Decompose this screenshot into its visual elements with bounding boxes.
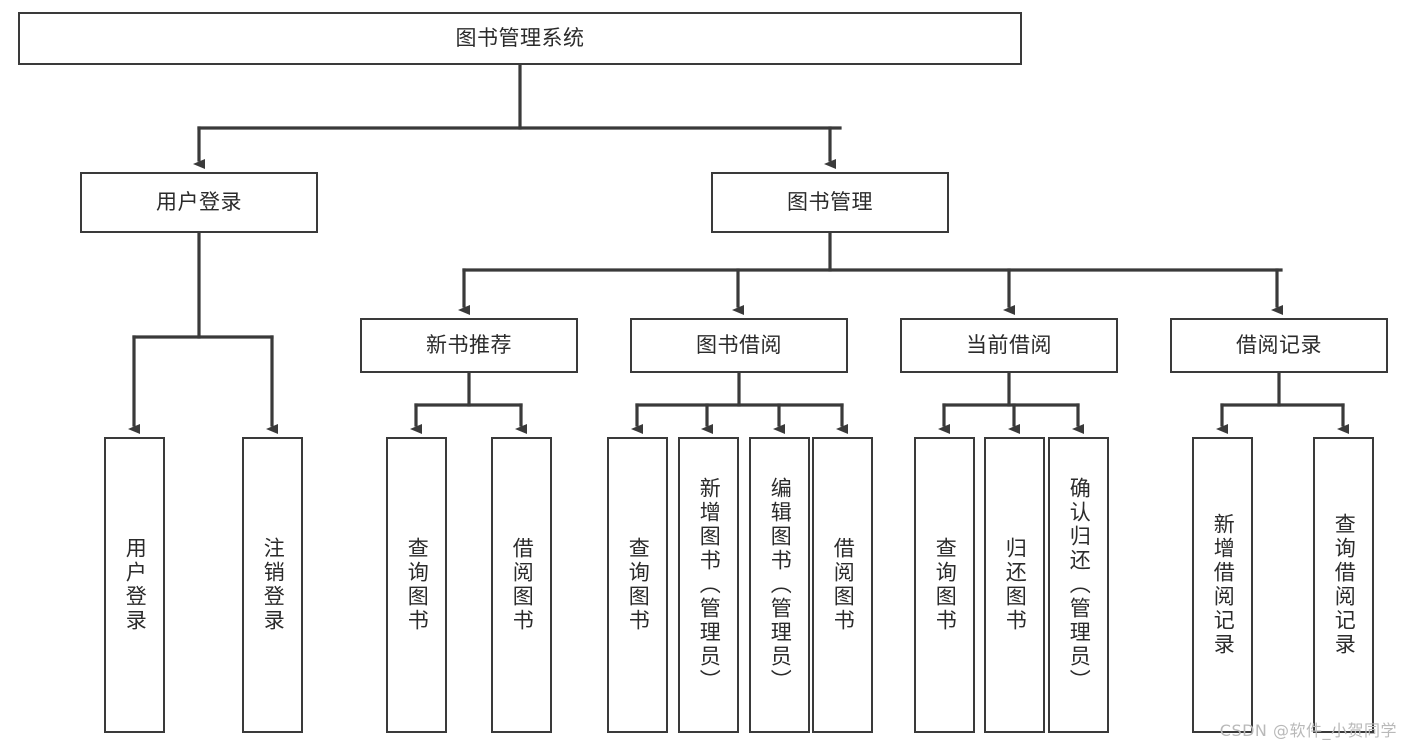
leaf-query-borrow-record[interactable]: 查询借阅记录	[1313, 437, 1374, 733]
node-label: 新增借阅记录	[1211, 513, 1236, 657]
leaf-add-book-admin[interactable]: 新增图书（管理员）	[678, 437, 739, 733]
node-root-library-management-system[interactable]: 图书管理系统	[18, 12, 1022, 65]
node-user-login[interactable]: 用户登录	[80, 172, 318, 233]
node-label: 查询图书	[405, 537, 430, 633]
node-label: 用户登录	[156, 189, 242, 214]
leaf-borrow-books[interactable]: 借阅图书	[812, 437, 873, 733]
leaf-query-books-borrow[interactable]: 查询图书	[607, 437, 668, 733]
leaf-borrow-books-recommend[interactable]: 借阅图书	[491, 437, 552, 733]
node-current-borrow[interactable]: 当前借阅	[900, 318, 1118, 373]
node-label: 借阅图书	[510, 537, 535, 633]
connectors-borrow-record-to-leaves	[1216, 371, 1349, 434]
node-label: 查询图书	[933, 537, 958, 633]
node-label: 新增图书（管理员）	[697, 477, 722, 693]
connectors-user-login-to-leaves	[128, 231, 278, 434]
node-label: 新书推荐	[426, 332, 512, 357]
node-label: 确认归还（管理员）	[1067, 477, 1092, 693]
node-label: 当前借阅	[966, 332, 1052, 357]
node-label: 查询借阅记录	[1332, 513, 1357, 657]
node-label: 归还图书	[1003, 537, 1028, 633]
node-label: 图书借阅	[696, 332, 782, 357]
connectors-new-book-to-leaves	[410, 371, 527, 434]
leaf-query-books-recommend[interactable]: 查询图书	[386, 437, 447, 733]
node-label: 图书管理	[787, 189, 873, 214]
node-label: 借阅记录	[1236, 332, 1322, 357]
node-label: 用户登录	[123, 537, 148, 633]
leaf-edit-book-admin[interactable]: 编辑图书（管理员）	[749, 437, 810, 733]
leaf-user-logout[interactable]: 注销登录	[242, 437, 303, 733]
connectors-book-manage-to-level3	[458, 231, 1283, 315]
connectors-current-borrow-to-leaves	[938, 371, 1084, 434]
leaf-user-login[interactable]: 用户登录	[104, 437, 165, 733]
leaf-query-books-current[interactable]: 查询图书	[914, 437, 975, 733]
node-book-borrow[interactable]: 图书借阅	[630, 318, 848, 373]
leaf-confirm-return-admin[interactable]: 确认归还（管理员）	[1048, 437, 1109, 733]
connectors-root-to-level2	[193, 63, 842, 169]
node-label: 注销登录	[261, 537, 286, 633]
node-label: 借阅图书	[831, 537, 856, 633]
node-label: 编辑图书（管理员）	[768, 477, 793, 693]
node-new-book-recommend[interactable]: 新书推荐	[360, 318, 578, 373]
leaf-add-borrow-record[interactable]: 新增借阅记录	[1192, 437, 1253, 733]
node-label: 查询图书	[626, 537, 651, 633]
leaf-return-books[interactable]: 归还图书	[984, 437, 1045, 733]
node-label: 图书管理系统	[455, 25, 585, 50]
node-book-management[interactable]: 图书管理	[711, 172, 949, 233]
node-borrow-record[interactable]: 借阅记录	[1170, 318, 1388, 373]
connectors-book-borrow-to-leaves	[631, 371, 848, 434]
